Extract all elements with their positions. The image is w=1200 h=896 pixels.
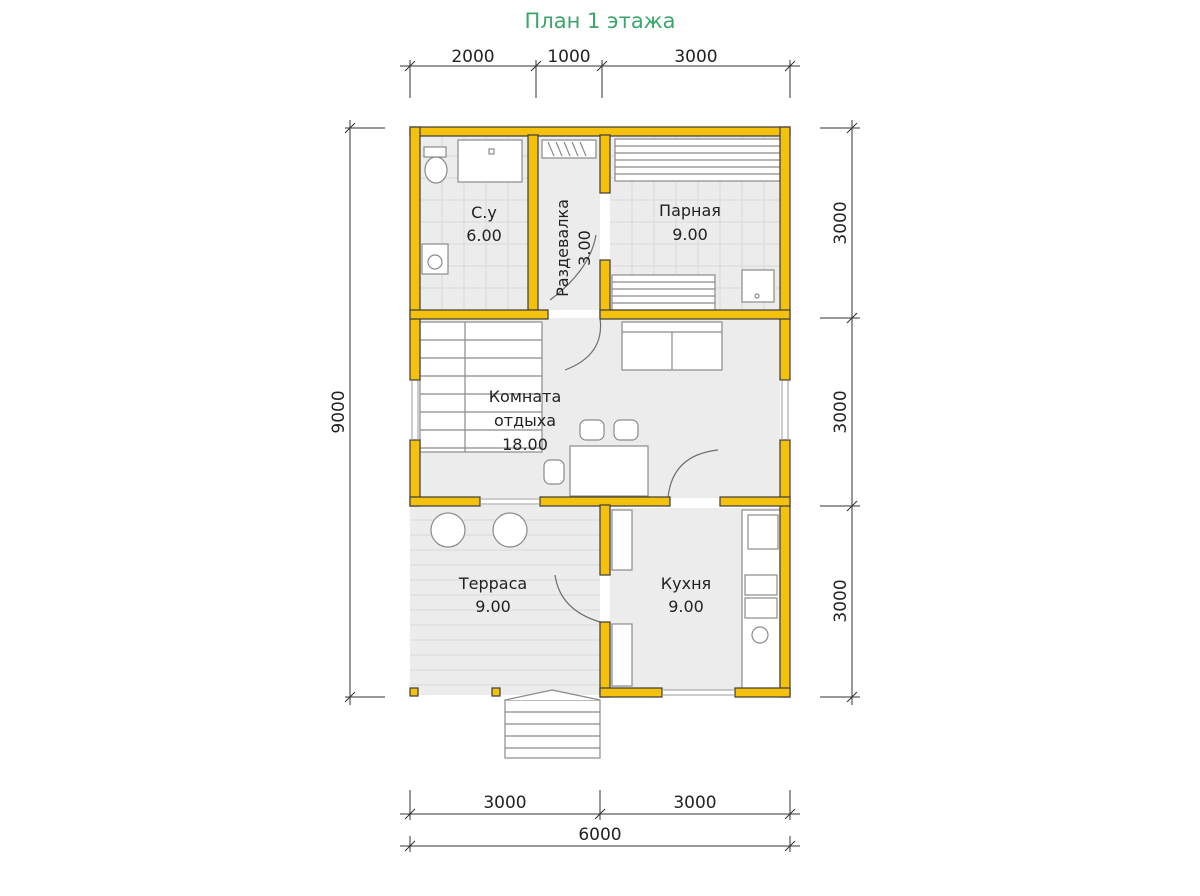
wall-mid-lower-left	[409, 496, 481, 507]
terrace-chair-2	[492, 512, 528, 548]
door-swing-kitchen-rest	[667, 449, 719, 499]
window-kitchen-bottom	[662, 689, 735, 696]
wall-bath-dressing	[527, 134, 539, 311]
dim-top-2: 1000	[547, 47, 590, 67]
fixtures	[419, 138, 781, 759]
door-swing-terrace	[554, 574, 601, 623]
floor-dressing	[538, 135, 600, 310]
sink-bowl-icon	[427, 254, 443, 270]
wall-outer-right-upper	[779, 126, 791, 381]
shower-tray	[457, 139, 523, 183]
room-rest-area: 18.00	[502, 435, 548, 454]
room-steam-name: Парная	[659, 201, 721, 220]
wall-kitchen-left-lower	[599, 621, 611, 698]
sofa-cushions	[622, 331, 722, 370]
dim-bottom-2: 3000	[673, 793, 716, 813]
dim-right-2: 3000	[831, 390, 851, 433]
wall-dressing-steam-top	[599, 134, 611, 194]
wall-mid-upper-right	[599, 309, 791, 320]
bench-slats-top	[615, 145, 780, 175]
wall-dressing-steam-bottom	[599, 259, 611, 319]
door-swing-rest	[564, 317, 602, 371]
wall-outer-left-mid	[409, 439, 421, 507]
wall-outer-right-lower	[779, 439, 791, 698]
room-terrace-name: Терраса	[458, 574, 527, 593]
hob-icon	[751, 626, 769, 644]
dim-bottom-ticks-2	[404, 836, 796, 852]
plan-title: План 1 этажа	[525, 9, 676, 33]
room-labels: С.у 6.00 Раздевалка 3.00 Парная 9.00 Ком…	[458, 199, 721, 616]
dim-top-ticks	[404, 60, 796, 98]
room-kitchen-name: Кухня	[661, 574, 711, 593]
dim-left-ticks	[344, 122, 385, 703]
bench-slats-bottom	[612, 281, 715, 304]
toilet-icon	[424, 156, 448, 184]
window-right	[781, 380, 789, 440]
clothes-rack	[541, 139, 597, 159]
room-dressing-label: Раздевалка 3.00	[553, 199, 594, 297]
chair-3	[543, 459, 565, 485]
entrance-steps	[504, 699, 601, 759]
dim-top-3: 3000	[674, 47, 717, 67]
wall-mid-lower-right	[719, 496, 791, 507]
wall-outer-left-upper	[409, 126, 421, 381]
room-bathroom-name: С.у	[471, 203, 497, 222]
dim-bottom-total: 6000	[578, 825, 621, 845]
room-rest-name-1: Комната	[489, 387, 562, 406]
toilet-tank	[423, 146, 447, 158]
terrace-chair-1	[430, 512, 466, 548]
hanger-icons	[547, 141, 587, 157]
dim-top-1: 2000	[451, 47, 494, 67]
room-dressing-name: Раздевалка	[553, 199, 572, 297]
shower-drain-icon	[488, 148, 495, 155]
chair-2	[613, 419, 639, 441]
fridge	[747, 514, 779, 550]
cabinet-left-1	[611, 509, 633, 571]
room-kitchen-area: 9.00	[668, 597, 704, 616]
sauna-bench-bottom	[611, 274, 716, 311]
chair-1	[579, 419, 605, 441]
dim-right-1: 3000	[831, 201, 851, 244]
room-bathroom-area: 6.00	[466, 226, 502, 245]
dimension-labels: 2000 1000 3000 3000 3000 3000 9000 3000 …	[329, 47, 851, 845]
dim-bottom-ticks-1	[404, 790, 796, 820]
kitchen-sink-2	[744, 597, 778, 619]
room-terrace-area: 9.00	[475, 597, 511, 616]
cabinet-left-2	[611, 623, 633, 687]
terrace-post-2	[491, 687, 501, 697]
dim-right-3: 3000	[831, 579, 851, 622]
door-swings	[549, 234, 719, 623]
room-steam-area: 9.00	[672, 225, 708, 244]
room-dressing-area: 3.00	[575, 230, 594, 266]
wall-kitchen-bottom-right	[734, 687, 791, 698]
wall-mid-upper-left	[409, 309, 549, 320]
window-terrace-top	[480, 498, 540, 505]
stove-icon	[754, 293, 760, 299]
room-rest-name-2: отдыха	[494, 411, 556, 430]
walls	[409, 126, 791, 698]
kitchen-sink	[744, 574, 778, 596]
dim-left-total: 9000	[329, 390, 349, 433]
windows	[411, 380, 789, 696]
dining-table	[569, 445, 649, 497]
stair-steps	[420, 322, 542, 452]
window-left	[411, 380, 419, 440]
dim-right-ticks	[820, 122, 860, 703]
dimension-lines	[344, 60, 860, 852]
door-swing-dressing	[549, 234, 597, 301]
wall-kitchen-bottom-left	[599, 687, 663, 698]
wall-kitchen-left-upper	[599, 504, 611, 576]
terrace-post	[409, 687, 419, 697]
entrance-step-lines	[504, 689, 601, 749]
dim-bottom-1: 3000	[483, 793, 526, 813]
